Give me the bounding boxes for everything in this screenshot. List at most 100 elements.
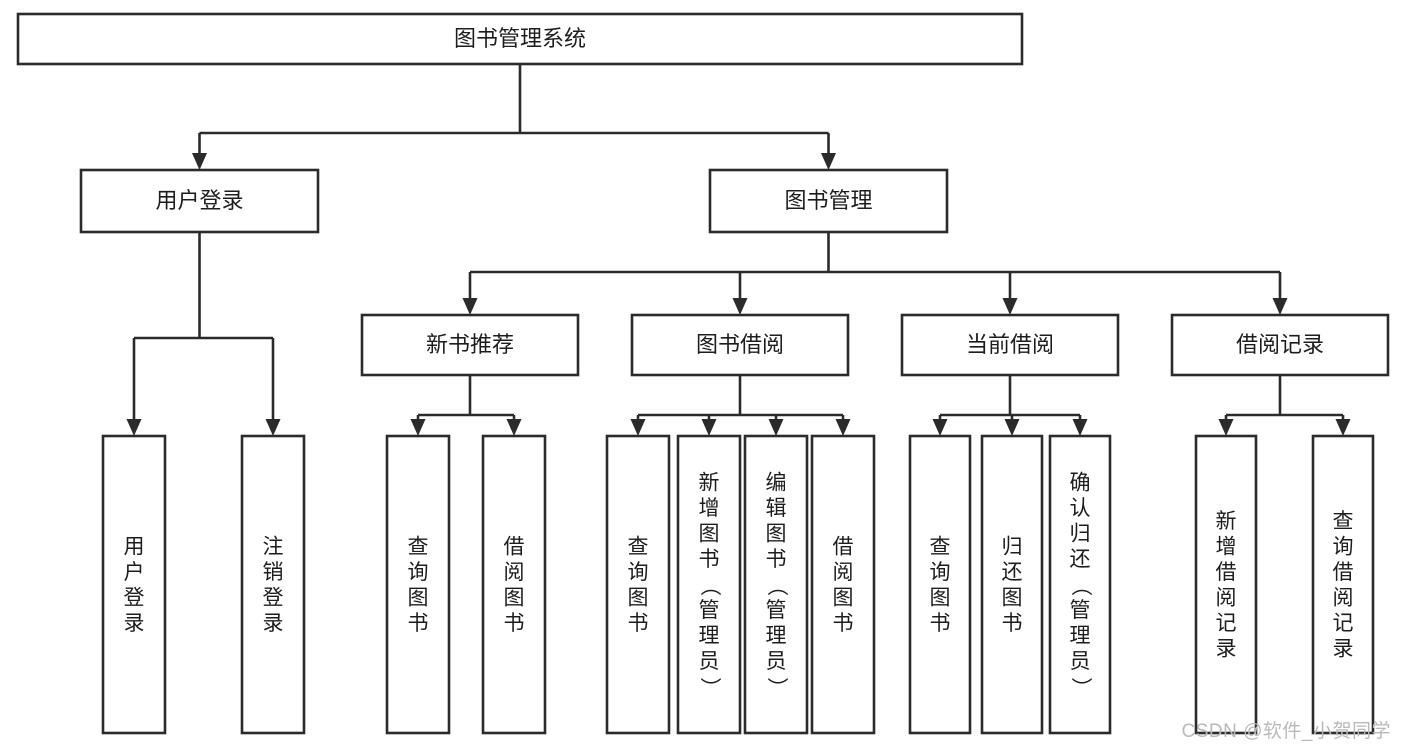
node-leaf-borrow-book-1-label-char: 图 (504, 586, 525, 609)
node-leaf-add-book-label-char: 管 (699, 599, 720, 622)
node-leaf-confirm-return-label-char: 认 (1070, 497, 1091, 520)
node-leaf-logout-label-char: 注 (263, 535, 284, 558)
node-leaf-confirm-return-label-char: 确 (1070, 472, 1091, 495)
node-book-borrow-label: 图书借阅 (696, 332, 784, 357)
node-leaf-user-login-box[interactable] (101, 434, 167, 735)
node-leaf-user-login-label-char: 用 (124, 535, 145, 558)
node-leaf-edit-book-label-char: 图 (766, 523, 787, 546)
node-leaf-user-login-label-char: 户 (124, 561, 145, 584)
node-leaf-query-record-label-char: 询 (1333, 535, 1354, 558)
node-leaf-add-book-label-char: 员 (699, 650, 720, 673)
arrow-head-icon (932, 419, 948, 436)
node-root-box[interactable] (16, 12, 1024, 66)
arrow-head-icon (1218, 419, 1234, 436)
node-book-borrow[interactable]: 图书借阅 (630, 313, 850, 377)
node-leaf-query-record-label-char: 录 (1333, 637, 1354, 660)
arrow-head-icon (732, 298, 748, 315)
node-leaf-query-book-3-box[interactable] (908, 434, 972, 735)
node-leaf-borrow-book-2-label-char: 图 (833, 586, 854, 609)
node-root[interactable]: 图书管理系统 (16, 12, 1024, 66)
node-leaf-query-book-1-label-char: 询 (408, 561, 429, 584)
node-user-login-box[interactable] (79, 168, 320, 234)
node-leaf-edit-book-label-char: 理 (766, 625, 787, 648)
node-leaf-query-book-2-box[interactable] (605, 434, 671, 735)
node-leaf-confirm-return-label-char: ） (1069, 677, 1092, 698)
node-leaf-confirm-return-box[interactable] (1048, 434, 1112, 735)
arrow-head-icon (506, 419, 522, 436)
node-leaf-borrow-book-2-label-char: 借 (833, 535, 854, 558)
node-leaf-borrow-book-1-box[interactable] (481, 434, 547, 735)
node-leaf-query-book-3-label-char: 书 (930, 612, 951, 635)
node-borrow-record-label: 借阅记录 (1236, 332, 1324, 357)
arrow-head-icon (821, 153, 836, 170)
node-leaf-user-login[interactable]: 用户登录 (101, 434, 167, 735)
arrow-head-icon (1004, 419, 1020, 436)
node-leaf-edit-book-label-char: 书 (766, 548, 787, 571)
node-current-borrow[interactable]: 当前借阅 (900, 313, 1120, 377)
node-layer: 图书管理系统用户登录图书管理新书推荐图书借阅当前借阅借阅记录用户登录注销登录查询… (16, 12, 1390, 735)
node-new-book-recommend-box[interactable] (360, 313, 580, 377)
node-leaf-return-book-label-char: 书 (1002, 612, 1023, 635)
arrow-head-icon (1335, 419, 1351, 436)
node-leaf-borrow-book-2-box[interactable] (810, 434, 876, 735)
node-book-borrow-box[interactable] (630, 313, 850, 377)
node-leaf-confirm-return-label-char: 员 (1070, 650, 1091, 673)
node-leaf-confirm-return-label-char: 还 (1070, 548, 1091, 571)
arrow-head-icon (192, 153, 207, 170)
arrow-head-icon (265, 419, 281, 436)
node-leaf-add-book-label-char: 理 (699, 625, 720, 648)
node-leaf-query-record-label-char: 查 (1333, 510, 1354, 533)
node-leaf-add-record-label-char: 新 (1216, 510, 1237, 533)
node-leaf-add-book-label-char: 书 (699, 548, 720, 571)
node-leaf-query-record-box[interactable] (1311, 434, 1375, 735)
node-leaf-query-record-label-char: 记 (1333, 612, 1354, 635)
arrow-head-icon (410, 419, 426, 436)
connector-layer (126, 64, 1351, 436)
node-book-manage-box[interactable] (708, 168, 949, 234)
node-leaf-add-record-box[interactable] (1194, 434, 1258, 735)
node-leaf-query-book-1-label-char: 查 (408, 535, 429, 558)
node-leaf-query-book-1-box[interactable] (385, 434, 451, 735)
node-leaf-edit-book-label-char: 员 (766, 650, 787, 673)
node-leaf-query-book-2-label-char: 图 (628, 586, 649, 609)
node-leaf-query-book-2-label-char: 书 (628, 612, 649, 635)
node-leaf-add-book-label-char: 图 (699, 523, 720, 546)
node-new-book-recommend[interactable]: 新书推荐 (360, 313, 580, 377)
node-leaf-add-record-label-char: 借 (1216, 561, 1237, 584)
node-leaf-confirm-return-label-char: 归 (1070, 523, 1091, 546)
node-leaf-logout-box[interactable] (240, 434, 306, 735)
node-book-manage[interactable]: 图书管理 (708, 168, 949, 234)
node-leaf-add-book-box[interactable] (676, 434, 742, 735)
node-user-login-label: 用户登录 (155, 188, 243, 213)
node-leaf-edit-book-box[interactable] (743, 434, 809, 735)
node-current-borrow-box[interactable] (900, 313, 1120, 377)
node-borrow-record[interactable]: 借阅记录 (1170, 313, 1390, 377)
arrow-head-icon (462, 298, 478, 315)
node-leaf-add-book-label-char: （ (698, 575, 721, 596)
node-leaf-add-record-label-char: 阅 (1216, 586, 1237, 609)
node-leaf-add-book-label-char: 新 (699, 472, 720, 495)
node-root-label: 图书管理系统 (454, 26, 586, 51)
node-leaf-add-record-label-char: 增 (1216, 535, 1237, 558)
node-leaf-borrow-book-2-label-char: 阅 (833, 561, 854, 584)
node-leaf-borrow-book-1-label-char: 书 (504, 612, 525, 635)
node-leaf-user-login-label-char: 录 (124, 612, 145, 635)
node-leaf-confirm-return-label-char: 管 (1070, 599, 1091, 622)
node-user-login[interactable]: 用户登录 (79, 168, 320, 234)
node-leaf-return-book-box[interactable] (980, 434, 1044, 735)
node-leaf-return-book-label-char: 图 (1002, 586, 1023, 609)
node-borrow-record-box[interactable] (1170, 313, 1390, 377)
